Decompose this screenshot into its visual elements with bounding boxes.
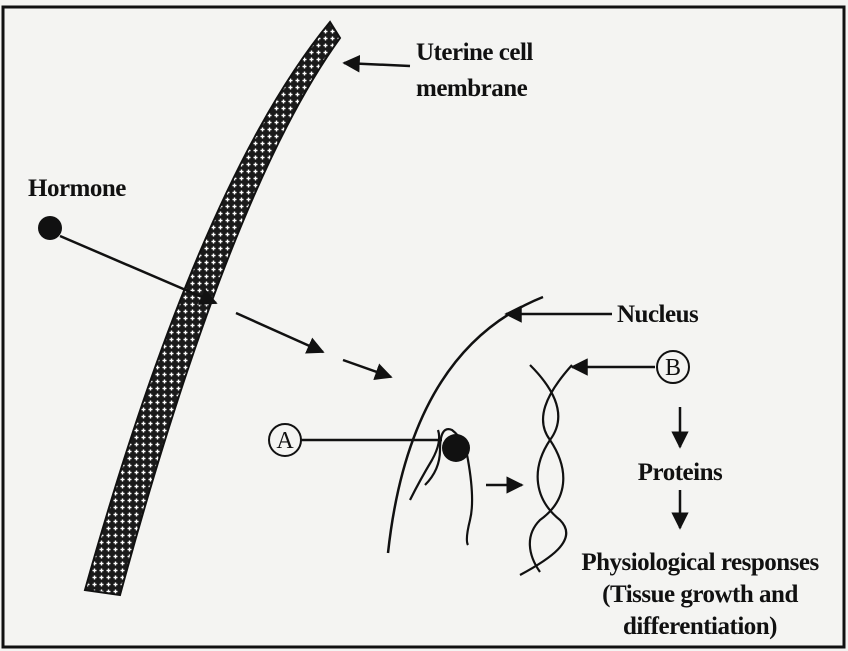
membrane-label-line1: Uterine cell [416, 39, 533, 66]
responses-label-line3: differentiation) [623, 613, 777, 640]
uterine-cell-membrane [85, 22, 340, 595]
nuclear-envelope [388, 297, 543, 553]
responses-label-line2: (Tissue growth and [602, 581, 798, 608]
dna-double-helix [520, 365, 572, 575]
marker-a-label: A [276, 428, 294, 454]
marker-b-label: B [665, 355, 681, 381]
hormone-label: Hormone [28, 175, 126, 202]
proteins-label: Proteins [638, 459, 723, 486]
hormone-receptor-complex [410, 429, 472, 545]
responses-label-line1: Physiological responses [581, 549, 819, 576]
membrane-label-line2: membrane [416, 75, 528, 102]
membrane-pointer-arrow [344, 63, 410, 66]
hormone-molecule [38, 216, 62, 240]
nucleus-label: Nucleus [617, 301, 699, 328]
